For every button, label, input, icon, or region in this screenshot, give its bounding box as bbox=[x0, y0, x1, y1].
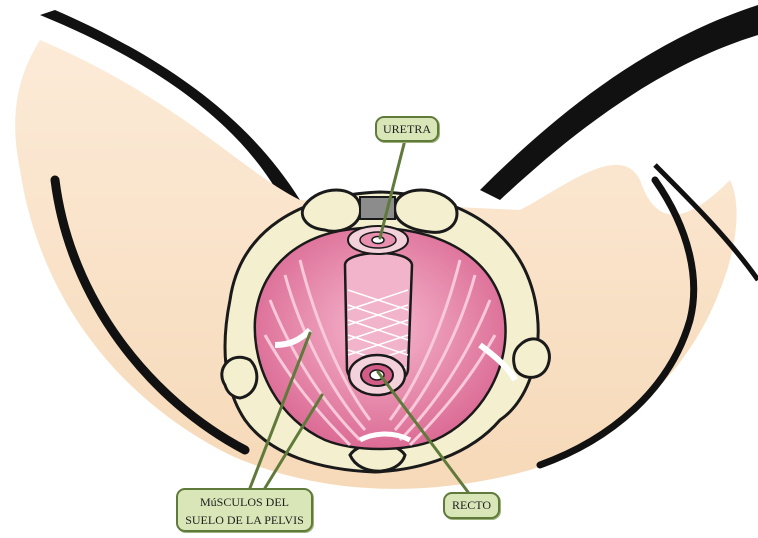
musculos-label-line1: MúSCULOS DEL bbox=[178, 493, 311, 511]
uretra-label: URETRA bbox=[375, 116, 439, 142]
pelvic-floor-muscles-label: MúSCULOS DEL SUELO DE LA PELVIS bbox=[176, 488, 313, 532]
recto-label: RECTO bbox=[443, 492, 500, 519]
musculos-label-line2: SUELO DE LA PELVIS bbox=[178, 511, 311, 529]
